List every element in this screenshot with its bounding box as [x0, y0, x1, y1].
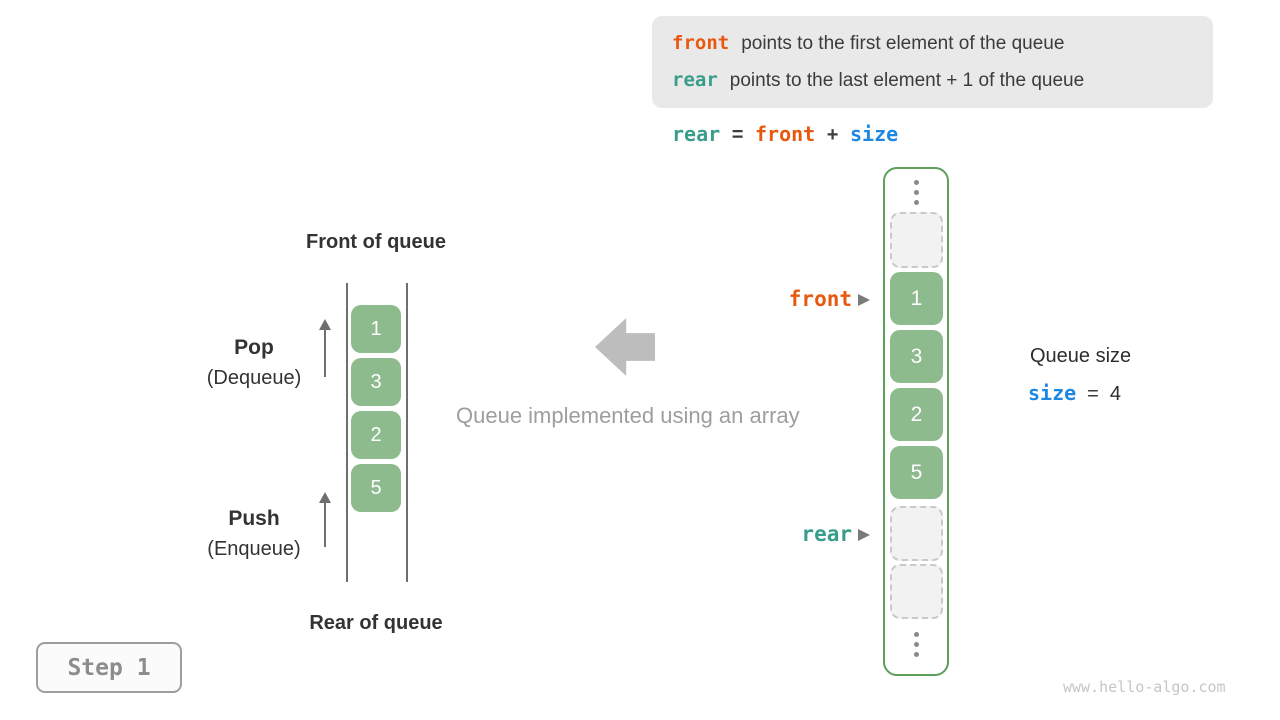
empty-array-cell	[890, 564, 943, 619]
pop-arrow-icon	[324, 329, 326, 377]
pointer-formula: rear = front + size	[672, 122, 904, 147]
queue-cell: 3	[351, 358, 401, 406]
formula-plus: +	[826, 124, 839, 146]
pop-label: Pop	[234, 336, 274, 359]
queue-wall-left	[346, 283, 348, 582]
rear-keyword: rear	[672, 69, 718, 91]
rear-of-queue-label: Rear of queue	[309, 612, 443, 634]
formula-size: size	[850, 122, 899, 146]
front-definition-line: front points to the first element of the …	[672, 25, 1213, 62]
rear-definition-text: points to the last element + 1 of the qu…	[729, 70, 1085, 91]
array-cell: 2	[890, 388, 943, 441]
pointer-definition-box: front points to the first element of the …	[652, 16, 1213, 108]
queue-size-label: Queue size	[1030, 345, 1132, 367]
ellipsis-bottom-icon	[914, 632, 919, 657]
empty-array-cell	[890, 506, 943, 561]
array-cell: 1	[890, 272, 943, 325]
size-variable: size	[1028, 381, 1077, 405]
empty-array-cell	[890, 212, 943, 268]
enqueue-label: (Enqueue)	[207, 538, 301, 560]
array-cell: 5	[890, 446, 943, 499]
diagram-caption: Queue implemented using an array	[456, 403, 800, 428]
pop-operation-label: Pop (Dequeue)	[194, 336, 314, 390]
step-button[interactable]: Step 1	[36, 642, 182, 693]
push-operation-label: Push (Enqueue)	[194, 507, 314, 561]
push-arrow-icon	[324, 502, 326, 547]
push-arrowhead-icon	[319, 492, 331, 503]
front-definition-text: points to the first element of the queue	[741, 33, 1065, 54]
queue-cell: 5	[351, 464, 401, 512]
size-value: 4	[1109, 383, 1121, 405]
rear-pointer-label: rear	[801, 522, 852, 546]
ellipsis-top-icon	[914, 180, 919, 205]
rear-definition-line: rear points to the last element + 1 of th…	[672, 62, 1213, 99]
queue-size-formula: size = 4	[1028, 381, 1121, 406]
queue-wall-right	[406, 283, 408, 582]
pop-arrowhead-icon	[319, 319, 331, 330]
size-equals: =	[1087, 383, 1099, 405]
dequeue-label: (Dequeue)	[206, 367, 302, 389]
formula-rear: rear	[672, 122, 721, 146]
rear-pointer-arrow-icon	[858, 529, 870, 541]
formula-front: front	[754, 122, 816, 146]
left-block-arrow-icon	[595, 318, 655, 376]
front-of-queue-label: Front of queue	[306, 231, 446, 253]
formula-equals: =	[731, 124, 744, 146]
front-pointer-label: front	[788, 287, 852, 311]
watermark: www.hello-algo.com	[1063, 678, 1226, 696]
queue-cell: 2	[351, 411, 401, 459]
front-keyword: front	[672, 32, 730, 54]
push-label: Push	[228, 507, 280, 530]
front-pointer-arrow-icon	[858, 294, 870, 306]
array-cell: 3	[890, 330, 943, 383]
queue-cell: 1	[351, 305, 401, 353]
